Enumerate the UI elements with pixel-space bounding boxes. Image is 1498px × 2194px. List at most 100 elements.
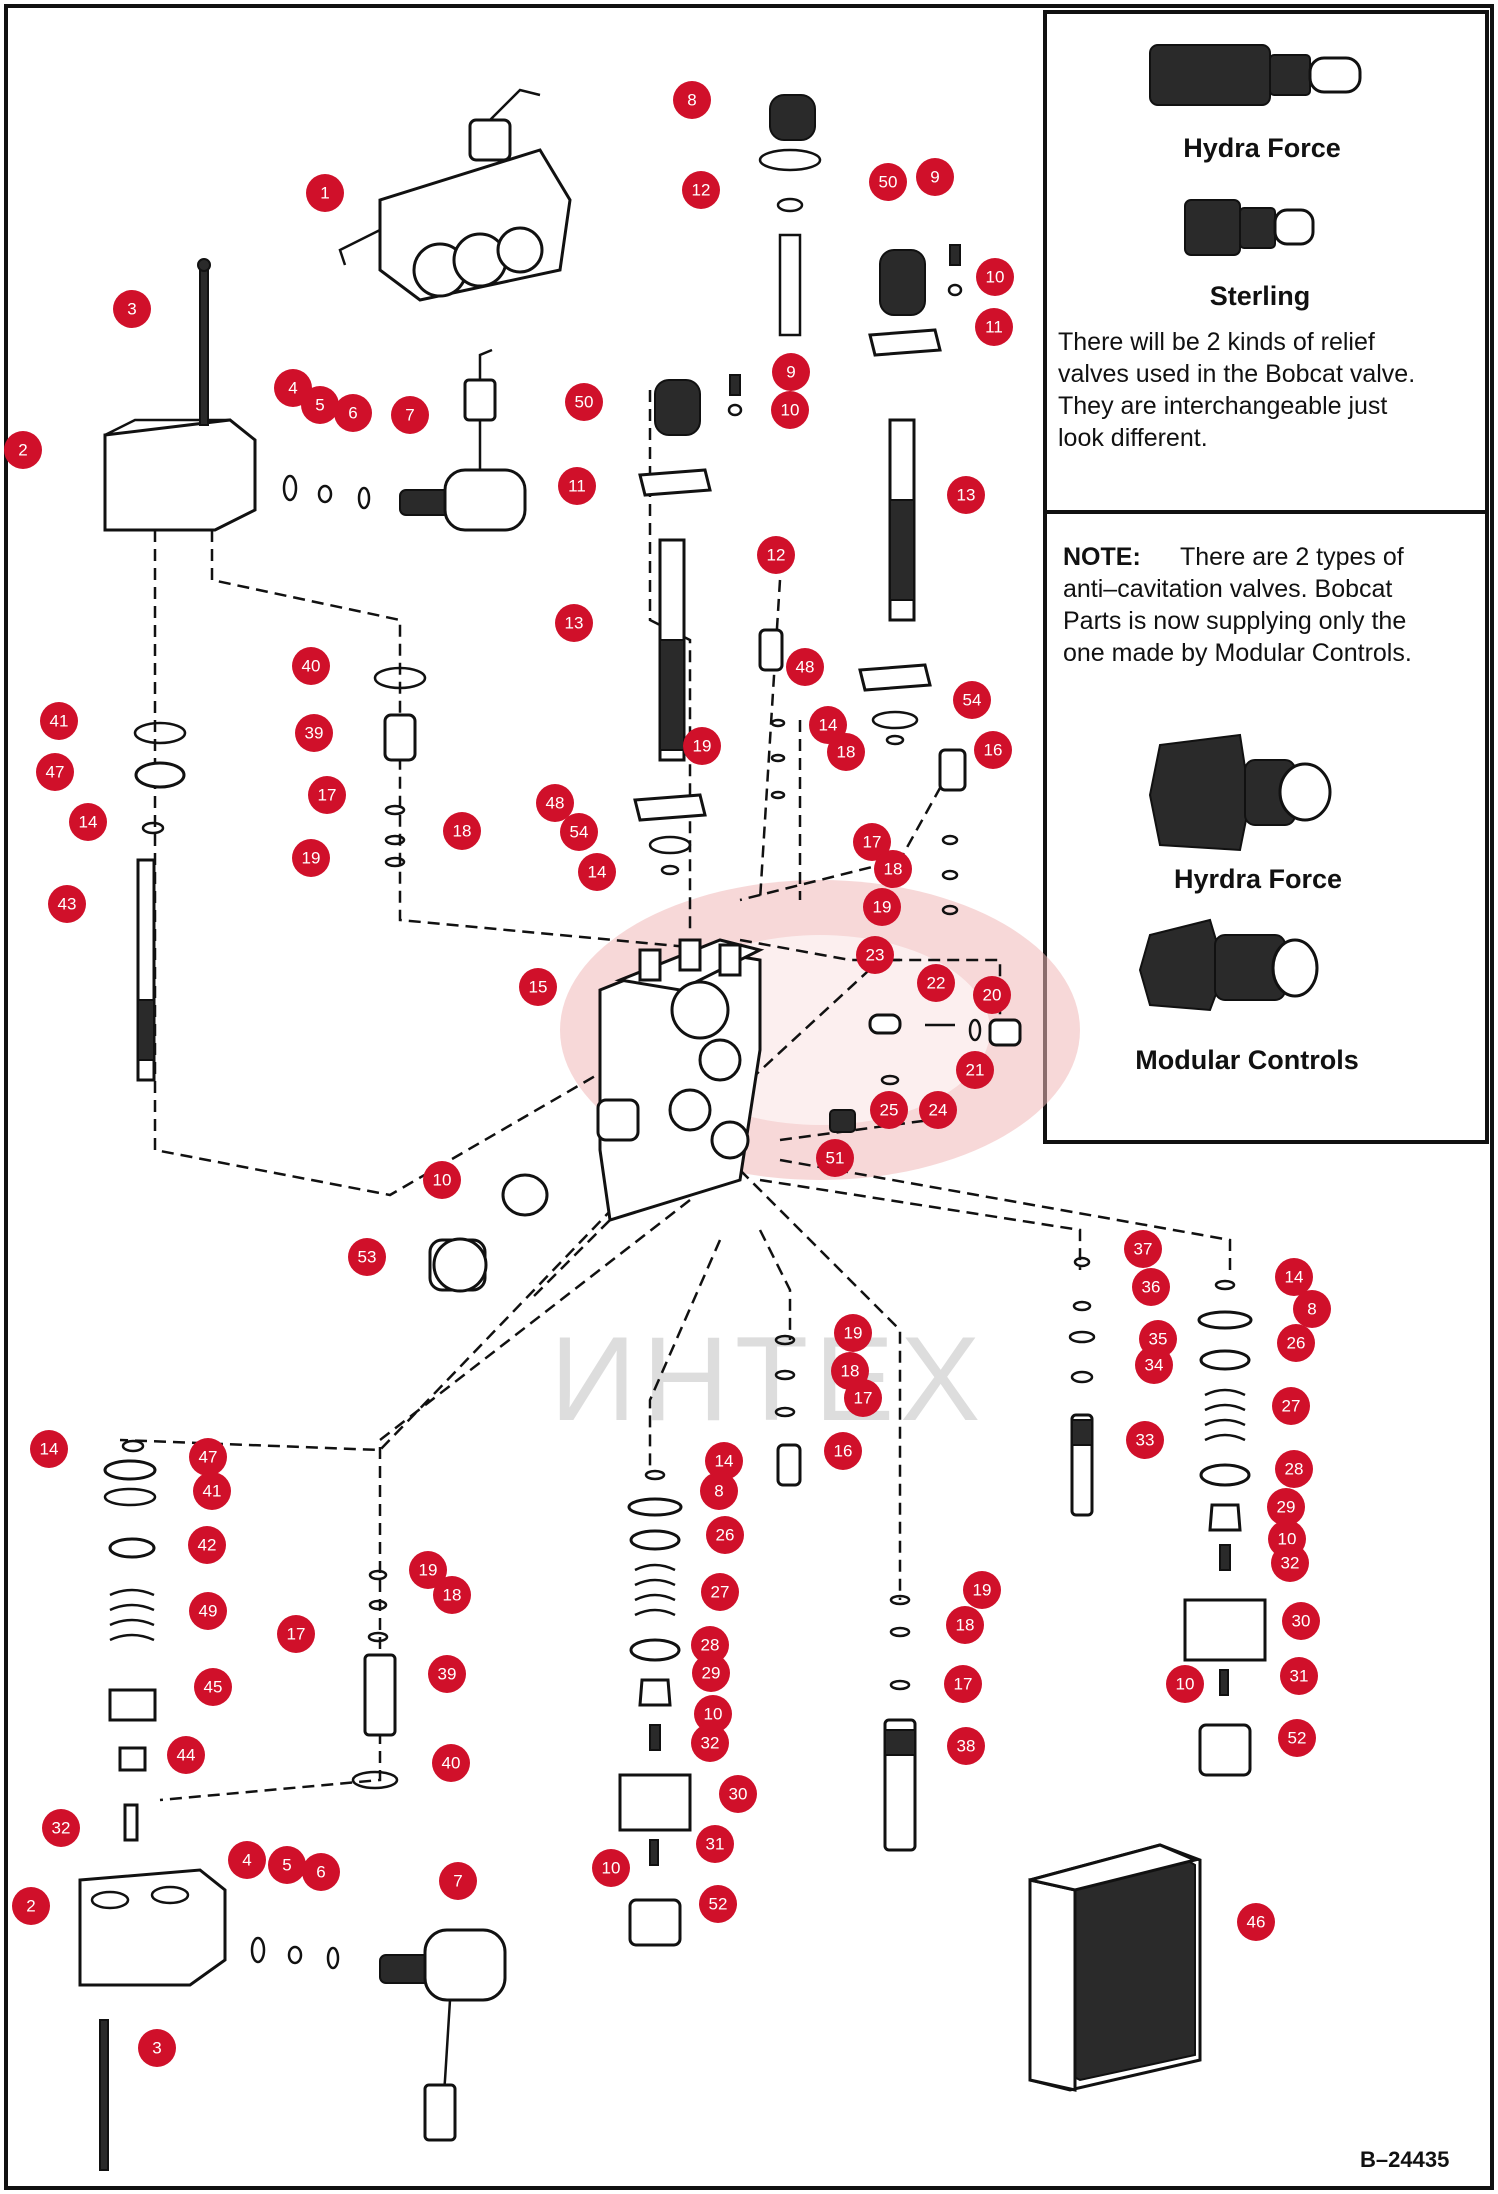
callout-bubble (963, 1571, 1001, 1609)
callout-47: 47 (189, 1438, 227, 1476)
callout-32: 32 (691, 1724, 729, 1762)
seal-kit-box (1028, 1843, 1202, 2092)
spool-left (133, 721, 187, 1082)
callout-number: 43 (58, 895, 77, 914)
callout-14: 14 (809, 706, 847, 744)
callout-18: 18 (827, 733, 865, 771)
callout-18: 18 (874, 850, 912, 888)
stack-38 (883, 1594, 917, 1852)
callout-37: 37 (1124, 1230, 1162, 1268)
callout-16: 16 (974, 731, 1012, 769)
stack-relief-right (1183, 1279, 1267, 1777)
callout-46: 46 (1237, 1903, 1275, 1941)
callout-43: 43 (48, 885, 86, 923)
callout-54: 54 (560, 813, 598, 851)
callout-number: 19 (693, 737, 712, 756)
callout-6: 6 (334, 394, 372, 432)
callout-number: 12 (767, 546, 786, 565)
callout-bubble (917, 964, 955, 1002)
callout-14: 14 (69, 803, 107, 841)
callout-13: 13 (555, 604, 593, 642)
callout-bubble (188, 1526, 226, 1564)
callout-number: 18 (841, 1362, 860, 1381)
callout-bubble (555, 604, 593, 642)
callout-54: 54 (953, 681, 991, 719)
callout-number: 34 (1145, 1356, 1164, 1375)
callout-number: 29 (702, 1664, 721, 1683)
callout-number: 24 (929, 1101, 948, 1120)
callout-bubble (947, 1727, 985, 1765)
callout-number: 28 (701, 1636, 720, 1655)
callout-number: 6 (348, 404, 357, 423)
callout-bubble (1132, 1268, 1170, 1306)
callout-number: 5 (315, 396, 324, 415)
callout-number: 17 (954, 1675, 973, 1694)
callout-number: 49 (199, 1602, 218, 1621)
callout-number: 10 (704, 1705, 723, 1724)
callout-number: 40 (302, 657, 321, 676)
callout-12: 12 (682, 171, 720, 209)
callout-number: 48 (796, 658, 815, 677)
callout-52: 52 (699, 1885, 737, 1923)
callout-number: 17 (863, 833, 882, 852)
callout-number: 13 (957, 486, 976, 505)
callout-number: 26 (716, 1526, 735, 1545)
callout-12: 12 (757, 536, 795, 574)
callout-bubble (809, 706, 847, 744)
callout-10: 10 (1166, 1665, 1204, 1703)
callout-number: 4 (242, 1851, 251, 1870)
callout-14: 14 (30, 1430, 68, 1468)
callout-11: 11 (975, 308, 1013, 346)
callout-bubble (1275, 1258, 1313, 1296)
callout-48: 48 (536, 784, 574, 822)
callout-number: 5 (282, 1856, 291, 1875)
callout-17: 17 (853, 823, 891, 861)
callout-19: 19 (963, 1571, 1001, 1609)
hydra-force-relief-icon (1149, 44, 1362, 106)
callout-39: 39 (428, 1655, 466, 1693)
coil-block-top (103, 258, 527, 532)
callout-14: 14 (578, 853, 616, 891)
callout-24: 24 (919, 1091, 957, 1129)
callout-bubble (268, 1846, 306, 1884)
callout-number: 10 (1176, 1675, 1195, 1694)
callout-9: 9 (772, 353, 810, 391)
callout-number: 38 (957, 1737, 976, 1756)
callout-18: 18 (946, 1606, 984, 1644)
callout-34: 34 (1135, 1346, 1173, 1384)
callout-bubble (1275, 1450, 1313, 1488)
callout-bubble (194, 1668, 232, 1706)
callout-26: 26 (706, 1516, 744, 1554)
callout-number: 39 (438, 1665, 457, 1684)
callout-33: 33 (1126, 1421, 1164, 1459)
sterling-relief-icon (1184, 199, 1315, 256)
callout-27: 27 (1272, 1387, 1310, 1425)
callout-number: 8 (1307, 1300, 1316, 1319)
callout-bubble (274, 369, 312, 407)
callout-number: 19 (419, 1561, 438, 1580)
callout-bubble (428, 1655, 466, 1693)
callout-number: 47 (46, 763, 65, 782)
callout-bubble (69, 803, 107, 841)
callout-number: 2 (26, 1897, 35, 1916)
callout-44: 44 (167, 1736, 205, 1774)
callout-number: 20 (983, 986, 1002, 1005)
callout-39: 39 (295, 714, 333, 752)
callout-number: 46 (1247, 1913, 1266, 1932)
callout-bubble (432, 1744, 470, 1782)
callout-bubble (36, 753, 74, 791)
callout-number: 40 (442, 1754, 461, 1773)
note-label: NOTE: (1063, 543, 1141, 571)
callout-number: 8 (687, 91, 696, 110)
callout-bubble (975, 308, 1013, 346)
callout-bubble (1271, 1544, 1309, 1582)
callout-bubble (1272, 1387, 1310, 1425)
note-line-0: There are 2 types of (1180, 543, 1404, 571)
callout-23: 23 (856, 936, 894, 974)
callout-number: 52 (709, 1895, 728, 1914)
callout-36: 36 (1132, 1268, 1170, 1306)
callout-13: 13 (947, 476, 985, 514)
callout-number: 26 (1287, 1334, 1306, 1353)
callout-9: 9 (916, 158, 954, 196)
